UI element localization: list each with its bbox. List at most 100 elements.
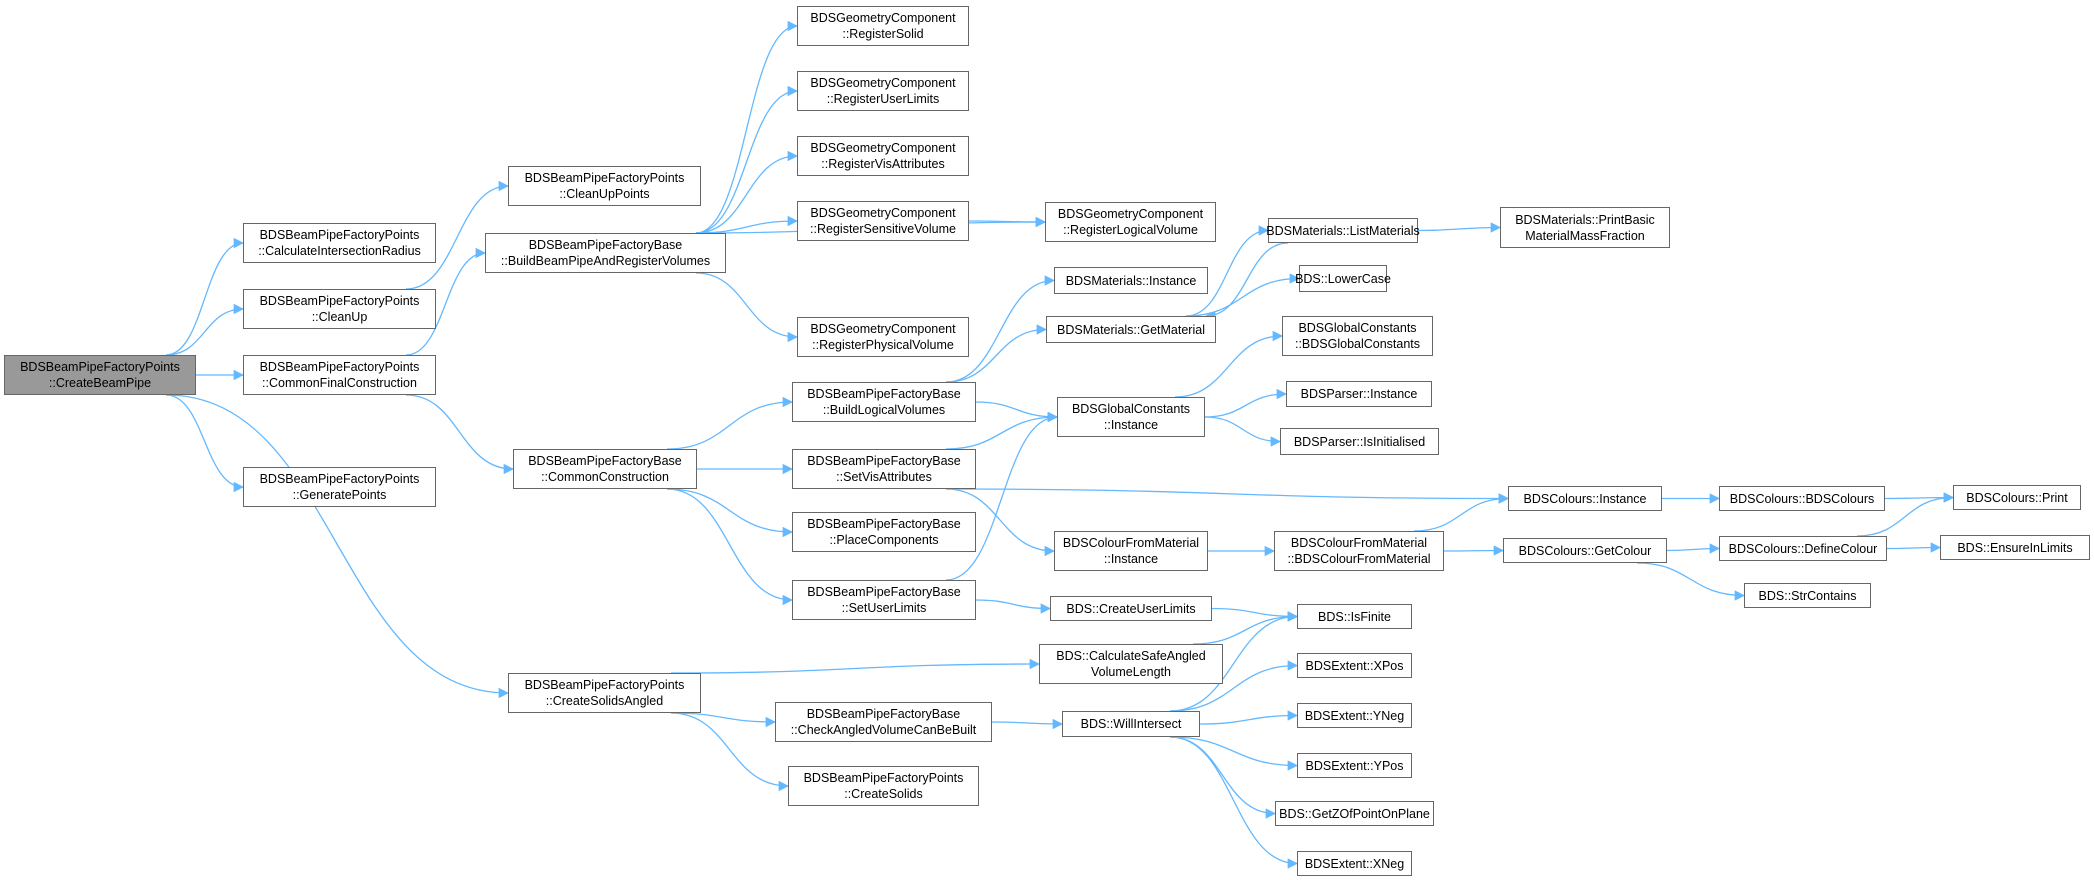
node-xPos[interactable]: BDSExtent::XPos bbox=[1297, 653, 1412, 678]
node-label-line: BDSExtent::YPos bbox=[1305, 758, 1404, 773]
node-parserInstance[interactable]: BDSParser::Instance bbox=[1286, 381, 1432, 407]
node-placeComponents[interactable]: BDSBeamPipeFactoryBase::PlaceComponents bbox=[792, 512, 976, 552]
node-registerVisAttributes[interactable]: BDSGeometryComponent::RegisterVisAttribu… bbox=[797, 136, 969, 176]
node-lowerCase[interactable]: BDS::LowerCase bbox=[1295, 265, 1391, 292]
node-setUserLimits[interactable]: BDSBeamPipeFactoryBase::SetUserLimits bbox=[792, 580, 976, 620]
node-label-line: ::BDSGlobalConstants bbox=[1294, 337, 1421, 351]
node-label-line: ::RegisterSensitiveVolume bbox=[810, 222, 956, 236]
node-materialsInstance[interactable]: BDSMaterials::Instance bbox=[1054, 267, 1208, 294]
edge-checkAngled-to-willIntersect bbox=[991, 718, 1064, 730]
node-label-line: BDSBeamPipeFactoryBase bbox=[807, 387, 961, 401]
edge-globalConstantsInstance-to-globalConstantsCtor bbox=[1174, 330, 1284, 398]
node-label-line: MaterialMassFraction bbox=[1525, 228, 1645, 243]
node-registerLogicalVolume[interactable]: BDSGeometryComponent::RegisterLogicalVol… bbox=[1045, 202, 1216, 242]
node-globalConstantsCtor[interactable]: BDSGlobalConstants::BDSGlobalConstants bbox=[1282, 316, 1433, 356]
edge-buildLogicalVolumes-to-globalConstantsInstance bbox=[975, 401, 1059, 423]
node-commonFinal[interactable]: BDSBeamPipeFactoryPoints::CommonFinalCon… bbox=[243, 355, 436, 395]
node-label-line: BDSBeamPipeFactoryPoints bbox=[259, 294, 420, 308]
edge-willIntersect-to-yNeg bbox=[1199, 710, 1299, 725]
node-label-line: BDSColours::DefineColour bbox=[1728, 541, 1878, 556]
edge-defineColour-to-ensureInLimits bbox=[1886, 542, 1942, 553]
node-commonConstruction[interactable]: BDSBeamPipeFactoryBase::CommonConstructi… bbox=[513, 449, 697, 489]
node-yNeg[interactable]: BDSExtent::YNeg bbox=[1297, 703, 1412, 728]
edge-getMaterial-to-listMaterials bbox=[1185, 225, 1270, 317]
node-label-line: BDS::GetZOfPointOnPlane bbox=[1279, 806, 1430, 821]
node-registerUserLimits[interactable]: BDSGeometryComponent::RegisterUserLimits bbox=[797, 71, 969, 111]
edge-root-to-calcIntersect bbox=[165, 237, 245, 356]
node-buildLogicalVolumes[interactable]: BDSBeamPipeFactoryBase::BuildLogicalVolu… bbox=[792, 382, 976, 422]
node-getColour[interactable]: BDSColours::GetColour bbox=[1503, 538, 1667, 563]
edge-getColour-to-defineColour bbox=[1666, 543, 1721, 554]
node-label-line: ::CleanUpPoints bbox=[559, 187, 650, 201]
edge-buildAndRegister-to-registerVisAttributes bbox=[695, 150, 799, 234]
node-label-line: ::BuildBeamPipeAndRegisterVolumes bbox=[500, 254, 711, 268]
node-label-line: BDSExtent::YNeg bbox=[1304, 708, 1405, 723]
node-label-line: BDS::CalculateSafeAngled bbox=[1056, 649, 1206, 663]
node-calcIntersect[interactable]: BDSBeamPipeFactoryPoints::CalculateInter… bbox=[243, 223, 436, 263]
node-root[interactable]: BDSBeamPipeFactoryPoints::CreateBeamPipe bbox=[4, 355, 196, 395]
node-colourFromMaterialCtor[interactable]: BDSColourFromMaterial::BDSColourFromMate… bbox=[1274, 531, 1444, 571]
edge-getColour-to-strContains bbox=[1636, 562, 1746, 601]
node-label-line: BDSBeamPipeFactoryBase bbox=[807, 585, 961, 599]
node-yPos[interactable]: BDSExtent::YPos bbox=[1297, 753, 1412, 778]
node-label-line: BDSBeamPipeFactoryPoints bbox=[20, 360, 180, 374]
node-label-line: ::CommonFinalConstruction bbox=[262, 376, 417, 390]
node-checkAngled[interactable]: BDSBeamPipeFactoryBase::CheckAngledVolum… bbox=[775, 702, 992, 742]
node-print[interactable]: BDSColours::Print bbox=[1953, 485, 2081, 510]
node-willIntersect[interactable]: BDS::WillIntersect bbox=[1062, 711, 1200, 737]
node-createUserLimits[interactable]: BDS::CreateUserLimits bbox=[1050, 596, 1212, 621]
edge-root-to-createSolidsAngled bbox=[165, 394, 510, 699]
edge-commonConstruction-to-buildLogicalVolumes bbox=[666, 396, 794, 450]
node-label-line: BDSMaterials::PrintBasic bbox=[1515, 212, 1655, 227]
node-label-line: VolumeLength bbox=[1091, 665, 1171, 679]
node-ensureInLimits[interactable]: BDS::EnsureInLimits bbox=[1940, 535, 2090, 560]
node-label-line: BDSGeometryComponent bbox=[810, 141, 956, 155]
node-getZOfPoint[interactable]: BDS::GetZOfPointOnPlane bbox=[1275, 801, 1434, 826]
node-cleanUpPoints[interactable]: BDSBeamPipeFactoryPoints::CleanUpPoints bbox=[508, 166, 701, 206]
node-listMaterials[interactable]: BDSMaterials::ListMaterials bbox=[1266, 218, 1420, 243]
node-createSolids[interactable]: BDSBeamPipeFactoryPoints::CreateSolids bbox=[788, 766, 979, 806]
node-registerPhysicalVolume[interactable]: BDSGeometryComponent::RegisterPhysicalVo… bbox=[797, 317, 969, 357]
node-label-line: BDSColourFromMaterial bbox=[1062, 536, 1200, 550]
node-defineColour[interactable]: BDSColours::DefineColour bbox=[1719, 536, 1887, 561]
node-coloursCtor[interactable]: BDSColours::BDSColours bbox=[1719, 486, 1885, 511]
node-label-line: BDS::EnsureInLimits bbox=[1957, 540, 2073, 555]
node-cleanUp[interactable]: BDSBeamPipeFactoryPoints::CleanUp bbox=[243, 289, 436, 329]
edge-defineColour-to-print bbox=[1856, 492, 1955, 537]
node-label-line: BDSBeamPipeFactoryBase bbox=[807, 454, 961, 468]
node-label-line: BDSColours::BDSColours bbox=[1729, 491, 1875, 506]
node-getMaterial[interactable]: BDSMaterials::GetMaterial bbox=[1046, 316, 1216, 343]
node-colourFromMaterialInstance[interactable]: BDSColourFromMaterial::Instance bbox=[1054, 531, 1208, 571]
node-label-line: ::CommonConstruction bbox=[541, 470, 669, 484]
node-label-line: BDSBeamPipeFactoryPoints bbox=[524, 678, 685, 692]
node-coloursInstance[interactable]: BDSColours::Instance bbox=[1508, 486, 1662, 511]
node-setVisAttributes[interactable]: BDSBeamPipeFactoryBase::SetVisAttributes bbox=[792, 449, 976, 489]
node-registerSolid[interactable]: BDSGeometryComponent::RegisterSolid bbox=[797, 6, 969, 46]
node-label-line: ::Instance bbox=[1103, 418, 1159, 432]
edge-createSolidsAngled-to-checkAngled bbox=[670, 712, 777, 728]
node-label-line: ::RegisterSolid bbox=[842, 27, 924, 41]
edge-willIntersect-to-getZOfPoint bbox=[1169, 736, 1277, 819]
node-label-line: ::BuildLogicalVolumes bbox=[822, 403, 946, 417]
node-label-line: ::RegisterVisAttributes bbox=[821, 157, 945, 171]
node-generatePoints[interactable]: BDSBeamPipeFactoryPoints::GeneratePoints bbox=[243, 467, 436, 507]
node-createSolidsAngled[interactable]: BDSBeamPipeFactoryPoints::CreateSolidsAn… bbox=[508, 673, 701, 713]
node-isFinite[interactable]: BDS::IsFinite bbox=[1297, 604, 1412, 629]
edge-commonFinal-to-buildAndRegister bbox=[405, 247, 487, 356]
node-label-line: ::CreateSolidsAngled bbox=[545, 694, 664, 708]
node-label-line: BDSExtent::XPos bbox=[1305, 658, 1404, 673]
node-registerSensitiveVolume[interactable]: BDSGeometryComponent::RegisterSensitiveV… bbox=[797, 201, 969, 241]
node-parserIsInitialised[interactable]: BDSParser::IsInitialised bbox=[1280, 428, 1439, 455]
node-xNeg[interactable]: BDSExtent::XNeg bbox=[1297, 851, 1412, 876]
node-label-line: BDS::IsFinite bbox=[1318, 609, 1391, 624]
node-label-line: BDS::StrContains bbox=[1758, 588, 1857, 603]
node-globalConstantsInstance[interactable]: BDSGlobalConstants::Instance bbox=[1057, 397, 1205, 437]
node-label-line: ::SetUserLimits bbox=[841, 601, 927, 615]
node-buildAndRegister[interactable]: BDSBeamPipeFactoryBase::BuildBeamPipeAnd… bbox=[485, 233, 726, 273]
node-strContains[interactable]: BDS::StrContains bbox=[1744, 583, 1871, 608]
node-label-line: BDSColours::GetColour bbox=[1518, 543, 1652, 558]
edge-willIntersect-to-yPos bbox=[1169, 736, 1299, 771]
